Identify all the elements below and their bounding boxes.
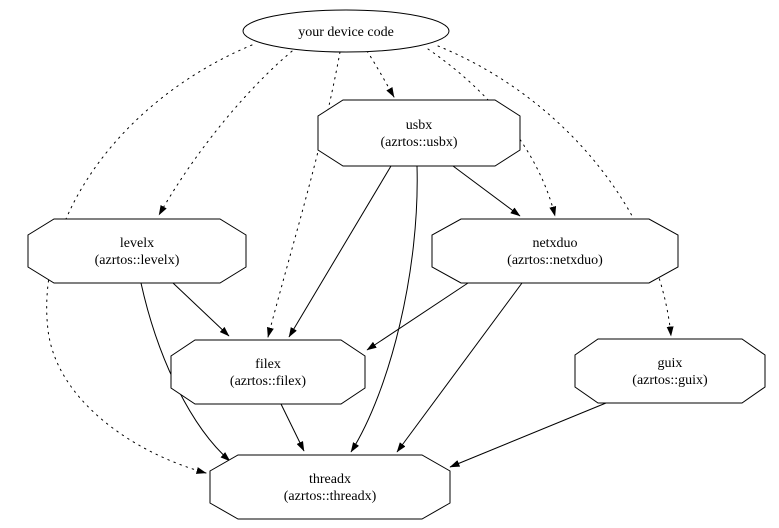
filex-octagon [170,339,366,405]
netxduo-package: (azrtos::netxduo) [507,253,603,268]
node-usbx: usbx (azrtos::usbx) [317,99,521,167]
edge-levelx-filex [172,282,230,337]
edge-device-levelx [158,46,298,216]
usbx-octagon [317,99,521,167]
levelx-octagon [27,218,247,284]
levelx-package: (azrtos::levelx) [95,253,180,268]
edge-netxduo-filex [366,282,469,351]
edge-guix-threadx [449,402,607,468]
levelx-name: levelx [120,236,154,251]
filex-package: (azrtos::filex) [230,374,307,389]
node-levelx: levelx (azrtos::levelx) [27,218,247,284]
node-device-code: your device code [242,9,450,53]
node-threadx: threadx (azrtos::threadx) [209,454,451,520]
edge-usbx-netxduo [452,165,521,217]
edge-usbx-threadx [350,165,418,453]
guix-octagon [574,338,766,404]
edge-filex-threadx [280,403,305,452]
edge-device-threadx [46,44,253,474]
edge-device-filex [267,51,341,338]
filex-name: filex [255,357,281,372]
device-code-ellipse [242,9,450,53]
edge-device-guix [437,45,674,337]
device-code-label: your device code [298,25,394,40]
threadx-package: (azrtos::threadx) [284,489,377,504]
netxduo-octagon [431,218,679,284]
node-netxduo: netxduo (azrtos::netxduo) [431,218,679,284]
threadx-name: threadx [309,472,351,487]
guix-package: (azrtos::guix) [632,373,708,388]
guix-name: guix [658,356,683,371]
node-filex: filex (azrtos::filex) [170,339,366,405]
node-guix: guix (azrtos::guix) [574,338,766,404]
edge-device-usbx [366,50,395,98]
usbx-name: usbx [406,118,432,133]
edge-usbx-filex [288,165,392,338]
edge-netxduo-threadx [396,282,523,453]
netxduo-name: netxduo [532,236,577,251]
usbx-package: (azrtos::usbx) [381,135,458,150]
threadx-octagon [209,454,451,520]
